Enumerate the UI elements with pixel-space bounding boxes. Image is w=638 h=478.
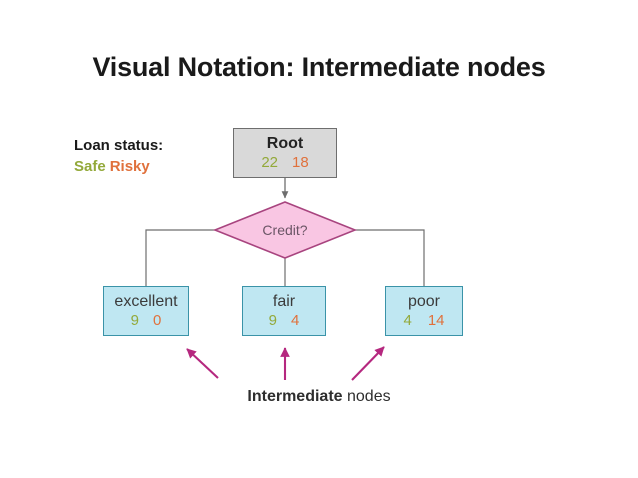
tree-node-root[interactable]: Root 22 18 bbox=[233, 128, 337, 178]
poor-safe-count: 4 bbox=[403, 311, 412, 329]
excellent-safe-count: 9 bbox=[130, 311, 139, 329]
annotation-caption: Intermediate nodes bbox=[0, 388, 638, 406]
edge-credit-to-poor bbox=[355, 229, 425, 286]
tree-node-credit[interactable]: Credit? bbox=[215, 202, 355, 258]
root-node-counts: 22 18 bbox=[261, 153, 309, 171]
excellent-node-label: excellent bbox=[114, 292, 178, 310]
caption-strong-text: Intermediate bbox=[247, 388, 343, 405]
legend-risky-label: Risky bbox=[109, 157, 150, 175]
excellent-risky-count: 0 bbox=[153, 311, 162, 329]
poor-node-counts: 4 14 bbox=[403, 311, 445, 329]
poor-risky-count: 14 bbox=[427, 311, 445, 329]
credit-node-label: Credit? bbox=[262, 222, 308, 238]
caption-plain-text: nodes bbox=[342, 388, 391, 405]
root-safe-count: 22 bbox=[261, 153, 278, 171]
edge-credit-to-excellent bbox=[145, 229, 215, 286]
page-title: Visual Notation: Intermediate nodes bbox=[92, 52, 546, 82]
annotation-arrow-left bbox=[186, 348, 219, 379]
root-risky-count: 18 bbox=[292, 153, 309, 171]
fair-node-label: fair bbox=[272, 292, 296, 310]
tree-node-poor[interactable]: poor 4 14 bbox=[385, 286, 463, 336]
legend-safe-label: Safe bbox=[74, 157, 106, 175]
legend-title: Loan status: bbox=[74, 137, 164, 154]
fair-risky-count: 4 bbox=[291, 311, 300, 329]
poor-node-label: poor bbox=[407, 292, 441, 310]
root-node-label: Root bbox=[266, 134, 304, 152]
fair-safe-count: 9 bbox=[268, 311, 277, 329]
annotation-arrow-right bbox=[351, 346, 385, 381]
